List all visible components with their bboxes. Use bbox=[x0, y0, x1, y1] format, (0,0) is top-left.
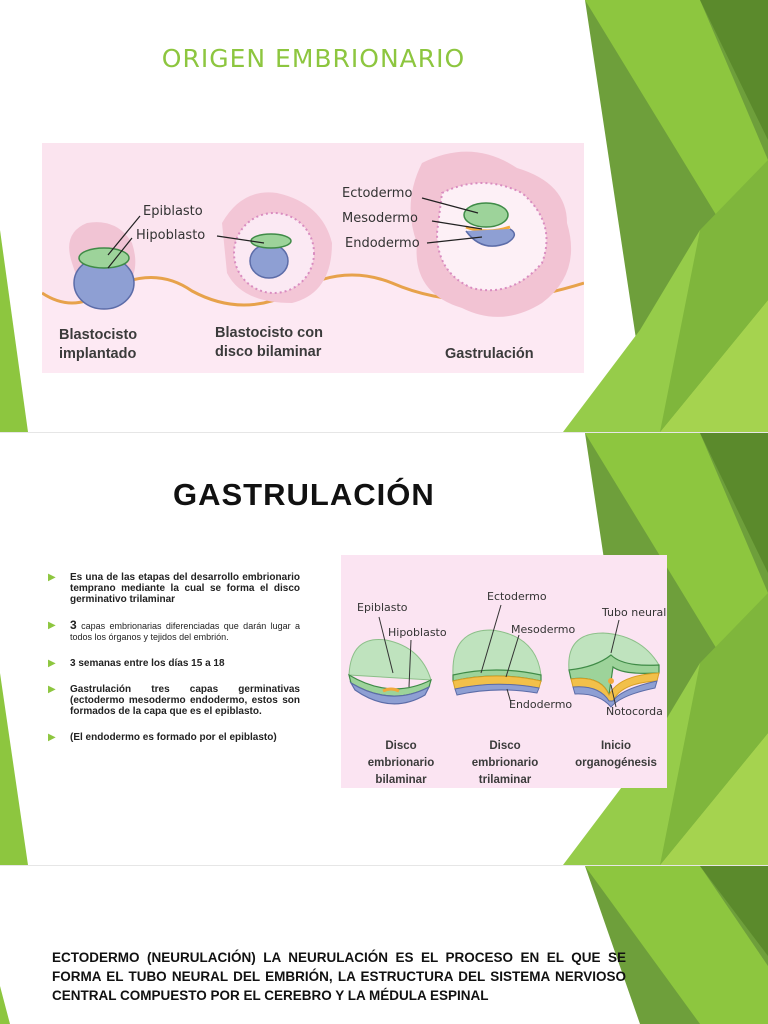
dark-green-corner bbox=[700, 0, 768, 140]
leader-endodermo bbox=[426, 236, 483, 244]
bullet-text: 3 semanas entre los días 15 a 18 bbox=[70, 658, 225, 669]
slide-separator bbox=[0, 865, 768, 866]
disc-1 bbox=[78, 247, 130, 269]
bullet-text: (El endodermo es formado por el epiblast… bbox=[70, 732, 277, 743]
label-endodermo: Endodermo bbox=[345, 236, 420, 251]
endoderm-3b bbox=[572, 680, 658, 708]
bullet-number: 3 bbox=[70, 618, 77, 632]
green-triangle-decoration bbox=[0, 433, 768, 865]
leader-notocorda bbox=[610, 684, 617, 708]
list-item: ▶ (El endodermo es formado por el epiblas… bbox=[48, 732, 300, 743]
slide-separator bbox=[0, 432, 768, 433]
caption-line: trilaminar bbox=[478, 774, 532, 786]
lower-green-wedge bbox=[563, 663, 700, 865]
endoderm-3 bbox=[465, 228, 516, 247]
label-mesodermo: Mesodermo bbox=[511, 623, 576, 636]
leader-ectodermo bbox=[480, 604, 502, 674]
endoderm-2 bbox=[454, 683, 540, 696]
green-triangle-decoration bbox=[0, 0, 768, 432]
leader-endodermo bbox=[506, 688, 512, 704]
triangle-bullet-icon: ▶ bbox=[48, 572, 56, 583]
list-item: ▶ 3 semanas entre los días 15 a 18 bbox=[48, 658, 300, 669]
caption-blastocisto-disco: Blastocisto con disco bilaminar bbox=[215, 324, 323, 362]
label-hipoblasto: Hipoblasto bbox=[388, 626, 447, 639]
dark-green-corner bbox=[700, 433, 768, 573]
caption-line: bilaminar bbox=[375, 774, 427, 786]
label-ectodermo: Ectodermo bbox=[487, 590, 547, 603]
caption-line: implantado bbox=[59, 346, 137, 362]
dark-green-corner bbox=[700, 866, 768, 956]
leader-mesodermo bbox=[505, 634, 520, 678]
light-green-wedge bbox=[585, 866, 768, 1024]
caption-line: organogénesis bbox=[575, 757, 657, 769]
leader-epiblasto bbox=[107, 215, 141, 256]
amnion-2 bbox=[452, 629, 542, 676]
label-ectodermo: Ectodermo bbox=[342, 186, 413, 201]
bullet-text: Es una de las etapas del desarrollo embr… bbox=[70, 572, 300, 605]
germ-layers-figure-panel: Epiblasto Hipoblasto Ectodermo Mesodermo… bbox=[341, 555, 667, 788]
caption-line: Inicio bbox=[600, 740, 632, 752]
bullet-list: ▶ Es una de las etapas del desarrollo emb… bbox=[48, 572, 300, 758]
leader-hipoblasto-2 bbox=[216, 235, 265, 244]
triangle-bullet-icon: ▶ bbox=[48, 658, 56, 669]
hypoblast-1 bbox=[349, 681, 431, 705]
label-hipoblasto: Hipoblasto bbox=[136, 228, 206, 243]
caption-line: Disco embrionario bbox=[471, 740, 539, 769]
green-triangle-decoration bbox=[0, 866, 768, 1024]
lower-green-wedge bbox=[563, 230, 700, 432]
amnion-3 bbox=[568, 632, 660, 671]
caption-disco-trilaminar: Disco embrionario trilaminar bbox=[455, 738, 555, 789]
caption-line: Blastocisto bbox=[59, 327, 138, 343]
list-item: ▶ Gastrulación tres capas germinativas (e… bbox=[48, 684, 300, 717]
slide-ectodermo bbox=[0, 866, 768, 1024]
caption-blastocisto-implantado: Blastocisto implantado bbox=[59, 326, 137, 364]
body-paragraph: ECTODERMO (NEURULACIÓN) LA NEURULACIÓN E… bbox=[52, 950, 626, 1003]
primitive-streak-1 bbox=[382, 687, 400, 693]
ectoderm-3 bbox=[463, 202, 509, 228]
section-title: GASTRULACIÓN bbox=[173, 477, 435, 512]
caption-line: disco bilaminar bbox=[215, 344, 322, 360]
label-tubo-neural: Tubo neural bbox=[602, 606, 667, 619]
leader-hipoblasto bbox=[408, 639, 412, 688]
leader-hipoblasto-1 bbox=[107, 237, 133, 269]
disc-2 bbox=[250, 233, 292, 249]
left-green-sliver bbox=[0, 230, 28, 432]
notochord-3 bbox=[608, 678, 614, 684]
triangle-bullet-icon: ▶ bbox=[48, 684, 56, 695]
leader-mesodermo bbox=[431, 220, 483, 230]
germ-layers-diagram bbox=[348, 604, 660, 708]
list-item: ▶ Es una de las etapas del desarrollo emb… bbox=[48, 572, 300, 605]
leader-tubo-neural bbox=[610, 619, 620, 654]
label-epiblasto: Epiblasto bbox=[143, 204, 203, 219]
caption-gastrulacion: Gastrulación bbox=[445, 346, 534, 362]
label-endodermo: Endodermo bbox=[509, 698, 573, 711]
yolk-sac-2 bbox=[249, 243, 289, 279]
left-green-sliver bbox=[0, 986, 10, 1024]
leader-epiblasto bbox=[378, 616, 394, 674]
triangle-bullet-icon: ▶ bbox=[48, 620, 56, 631]
label-mesodermo: Mesodermo bbox=[342, 211, 418, 226]
list-item: ▶ 3 capas embrionarias diferenciadas que … bbox=[48, 618, 300, 643]
caption-line: Disco embrionario bbox=[367, 740, 435, 769]
caption-line: Blastocisto con bbox=[215, 325, 323, 341]
label-epiblasto: Epiblasto bbox=[357, 601, 408, 614]
caption-disco-bilaminar: Disco embrionario bilaminar bbox=[351, 738, 451, 789]
bullet-text: capas embrionarias diferenciadas que dar… bbox=[70, 621, 300, 642]
embryo-implantation-diagram bbox=[42, 151, 584, 373]
left-green-sliver bbox=[0, 673, 28, 865]
leader-ectodermo bbox=[421, 197, 479, 214]
page-title: ORIGEN EMBRIONARIO bbox=[161, 44, 466, 73]
label-notocorda: Notocorda bbox=[606, 705, 663, 718]
triangle-bullet-icon: ▶ bbox=[48, 732, 56, 743]
caption-inicio-organogenesis: Inicio organogénesis bbox=[566, 738, 666, 772]
bullet-text: Gastrulación tres capas germinativas (ec… bbox=[70, 684, 300, 717]
slide-origen-embrionario: ORIGEN EMBRIONARIO bbox=[0, 0, 768, 432]
embryo-figure-panel: Epiblasto Hipoblasto Ectodermo Mesodermo… bbox=[42, 143, 584, 373]
